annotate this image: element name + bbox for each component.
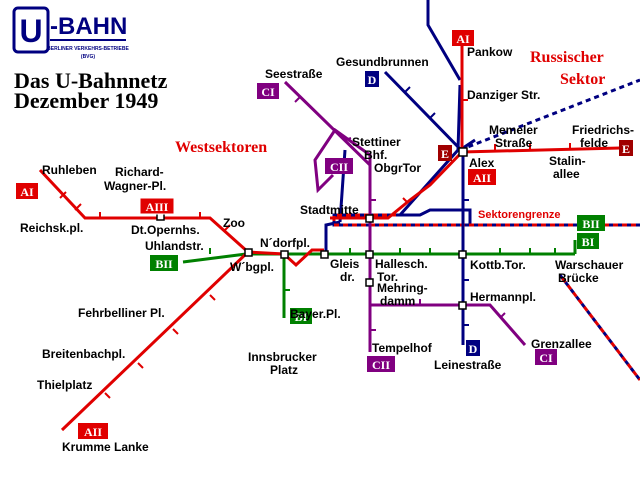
badge-d-south: D bbox=[466, 340, 480, 356]
station-danziger: Danziger Str. bbox=[467, 88, 540, 102]
station-krumme: Krumme Lanke bbox=[62, 440, 149, 454]
badge-e-east: E bbox=[619, 140, 633, 156]
station-zoo: Zoo bbox=[223, 216, 245, 230]
svg-text:BII: BII bbox=[582, 217, 600, 231]
badge-aii-east: AII bbox=[468, 169, 496, 185]
svg-text:BI: BI bbox=[582, 235, 595, 249]
station-memeler1: Memeler bbox=[489, 123, 538, 137]
badge-bii-east: BII bbox=[577, 215, 605, 231]
svg-text:AI: AI bbox=[20, 185, 34, 199]
svg-text:AII: AII bbox=[84, 425, 102, 439]
station-friedrichs1: Friedrichs- bbox=[572, 123, 634, 137]
badge-d-north: D bbox=[365, 71, 379, 87]
station-breitenbach: Breitenbachpl. bbox=[42, 347, 125, 361]
logo-word: -BAHN bbox=[50, 13, 127, 40]
station-gesundbrunnen: Gesundbrunnen bbox=[336, 55, 429, 69]
station-ndorfpl: N´dorfpl. bbox=[260, 236, 310, 250]
svg-text:AII: AII bbox=[473, 171, 491, 185]
station-grenzallee: Grenzallee bbox=[531, 337, 592, 351]
station-stettiner1: Stettiner bbox=[352, 135, 401, 149]
station-obgrtor: ObgrTor bbox=[374, 161, 421, 175]
station-mehring2: damm bbox=[380, 294, 415, 308]
station-innsbrucker2: Platz bbox=[270, 363, 298, 377]
bvg-logo: U -BAHN BERLINER VERKEHRS-BETRIEBE (BVG) bbox=[12, 6, 129, 60]
station-pankow: Pankow bbox=[467, 45, 513, 59]
svg-text:AIII: AIII bbox=[146, 200, 169, 214]
station-memeler2: Straße bbox=[495, 136, 533, 150]
badge-ai-north: AI bbox=[452, 30, 474, 46]
svg-text:CI: CI bbox=[539, 351, 553, 365]
logo-sub1: BERLINER VERKEHRS-BETRIEBE bbox=[47, 46, 129, 52]
badge-cii-south: CII bbox=[367, 356, 395, 372]
station-richard: Richard- bbox=[115, 165, 164, 179]
station-seestrasse: Seestraße bbox=[265, 67, 323, 81]
sector-border-label: Sektorengrenze bbox=[478, 209, 561, 221]
station-reichskpl: Reichsk.pl. bbox=[20, 221, 83, 235]
station-squares bbox=[156, 147, 468, 310]
station-warschauer2: Brücke bbox=[558, 271, 599, 285]
svg-text:E: E bbox=[441, 147, 449, 161]
station-stalin2: allee bbox=[553, 167, 580, 181]
station-tempelhof: Tempelhof bbox=[372, 341, 433, 355]
badge-aiii: AIII bbox=[139, 197, 175, 215]
line-badges: AI AIII AII AI AII E E BII BI BII BI CI … bbox=[16, 30, 633, 439]
svg-text:CI: CI bbox=[261, 85, 275, 99]
badge-ci-north: CI bbox=[257, 83, 279, 99]
station-wbgpl: W´bgpl. bbox=[230, 260, 274, 274]
badge-bi-south: BI bbox=[290, 308, 312, 324]
station-fehrbelliner: Fehrbelliner Pl. bbox=[78, 306, 165, 320]
east-sector-label-line2: Sektor bbox=[560, 71, 605, 88]
svg-text:D: D bbox=[469, 342, 478, 356]
station-gleis2: dr. bbox=[340, 270, 355, 284]
station-stadtmitte: Stadtmitte bbox=[300, 203, 359, 217]
logo-sub2: (BVG) bbox=[81, 54, 96, 60]
svg-text:E: E bbox=[622, 142, 630, 156]
station-mehring1: Mehring- bbox=[377, 281, 428, 295]
station-leinestr: Leinestraße bbox=[434, 358, 502, 372]
west-sectors-label: Westsektoren bbox=[175, 139, 267, 156]
station-ticks bbox=[59, 86, 571, 399]
badge-ai-west: AI bbox=[16, 183, 38, 199]
station-kottb: Kottb.Tor. bbox=[470, 258, 526, 272]
station-hallesch2: Tor. bbox=[377, 270, 398, 284]
svg-text:D: D bbox=[368, 73, 377, 87]
badge-e-mid: E bbox=[438, 145, 452, 161]
badge-aii-south: AII bbox=[78, 423, 108, 439]
station-wagner: Wagner-Pl. bbox=[104, 179, 166, 193]
east-sector-label-line1: Russischer bbox=[530, 49, 604, 66]
station-ruhleben: Ruhleben bbox=[42, 163, 97, 177]
station-alex: Alex bbox=[469, 156, 495, 170]
station-hallesch1: Hallesch. bbox=[375, 257, 428, 271]
station-gleis1: Gleis bbox=[330, 257, 360, 271]
badge-ci-east: CI bbox=[535, 349, 557, 365]
station-innsbrucker1: Innsbrucker bbox=[248, 350, 317, 364]
station-stettiner2: Bhf. bbox=[364, 148, 387, 162]
map-title-line2: Dezember 1949 bbox=[14, 88, 158, 113]
station-uhlandstr: Uhlandstr. bbox=[145, 239, 204, 253]
station-hermannpl: Hermannpl. bbox=[470, 290, 536, 304]
station-thielplatz: Thielplatz bbox=[37, 378, 92, 392]
station-labels: Ruhleben Reichsk.pl. Richard- Wagner-Pl.… bbox=[20, 45, 634, 454]
badge-cii-north: CII bbox=[325, 158, 353, 174]
logo-letter: U bbox=[19, 13, 42, 49]
map-title-line1: Das U-Bahnnetz bbox=[14, 68, 168, 93]
station-friedrichs2: felde bbox=[580, 136, 608, 150]
station-stalin1: Stalin- bbox=[549, 154, 586, 168]
station-bayerpl: Bayer.Pl. bbox=[290, 307, 341, 321]
svg-text:CII: CII bbox=[372, 358, 390, 372]
svg-text:CII: CII bbox=[330, 160, 348, 174]
station-warschauer1: Warschauer bbox=[555, 258, 624, 272]
station-dtopern: Dt.Opernhs. bbox=[131, 223, 200, 237]
badge-bii-west: BII bbox=[150, 255, 178, 271]
badge-bi-east: BI bbox=[577, 233, 599, 249]
svg-text:BII: BII bbox=[155, 257, 173, 271]
svg-text:BI: BI bbox=[295, 310, 308, 324]
svg-text:AI: AI bbox=[456, 32, 470, 46]
